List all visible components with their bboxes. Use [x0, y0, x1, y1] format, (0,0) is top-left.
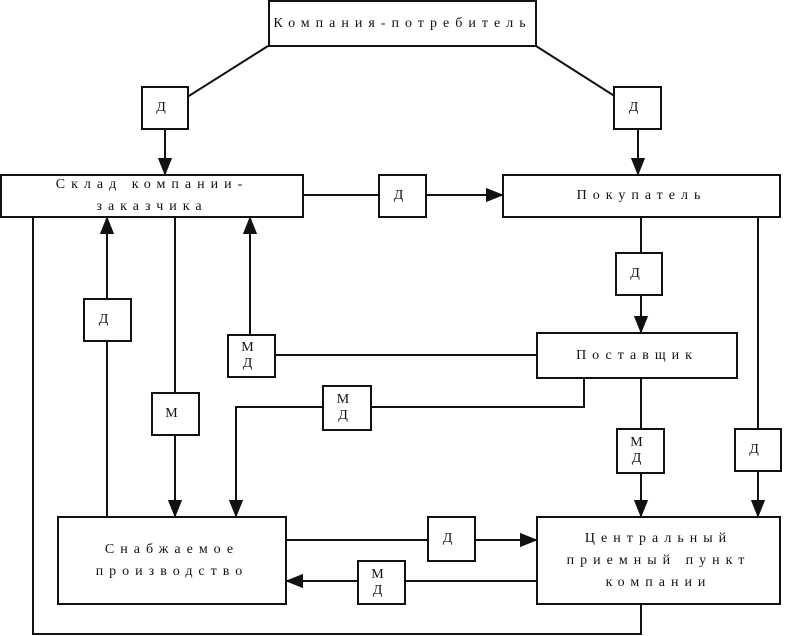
tag-label: Д [393, 188, 412, 203]
tag-d-consumer-buyer: Д [613, 86, 662, 130]
node-buyer: Покупатель [502, 174, 781, 218]
edge-warehouse-loop-central [32, 217, 642, 635]
node-buyer-label: Покупатель [576, 188, 707, 203]
tag-md-supplier-central: М Д [616, 428, 665, 474]
tag-label: Д [630, 266, 648, 281]
tag-md-supplier-production: М Д [322, 385, 372, 431]
tag-d-production-warehouse: Д [83, 298, 132, 342]
node-consumer-company: Компания-потребитель [268, 0, 537, 47]
tag-md-central-production: М Д [357, 560, 406, 605]
node-central-receiving-point-label: Центральный приемный пункт компании [566, 530, 751, 590]
node-supplier-label: Поставщик [576, 347, 698, 363]
tag-m-warehouse-production: М [151, 392, 200, 436]
node-supplied-production: Снабжаемое производство [57, 516, 287, 605]
node-supplied-production-label: Снабжаемое производство [95, 541, 249, 579]
tag-label: М Д [241, 340, 262, 371]
tag-label: Д [98, 312, 117, 327]
edge-supplier-to-warehouse [242, 216, 536, 356]
tag-md-supplier-warehouse: М Д [227, 334, 276, 378]
edge-supplier-to-production [228, 378, 585, 518]
tag-label: Д [628, 100, 647, 115]
tag-label: М Д [630, 435, 651, 466]
tag-d-buyer-supplier: Д [615, 252, 663, 296]
node-customer-warehouse-label: Склад компании-заказчика [55, 177, 249, 214]
tag-label: Д [442, 531, 461, 546]
tag-d-buyer-central: Д [734, 428, 782, 472]
node-consumer-company-label: Компания-потребитель [273, 15, 532, 31]
tag-label: М Д [336, 392, 358, 423]
tag-label: Д [156, 100, 174, 115]
tag-d-warehouse-buyer: Д [378, 174, 427, 218]
tag-d-consumer-warehouse: Д [141, 86, 189, 130]
node-supplier: Поставщик [536, 332, 738, 379]
tag-label: Д [749, 442, 767, 457]
node-customer-warehouse: Склад компании-заказчика [0, 174, 304, 218]
tag-d-production-central: Д [427, 516, 476, 562]
tag-label: М Д [371, 566, 392, 598]
node-central-receiving-point: Центральный приемный пункт компании [536, 516, 781, 605]
tag-label: М [165, 406, 186, 421]
